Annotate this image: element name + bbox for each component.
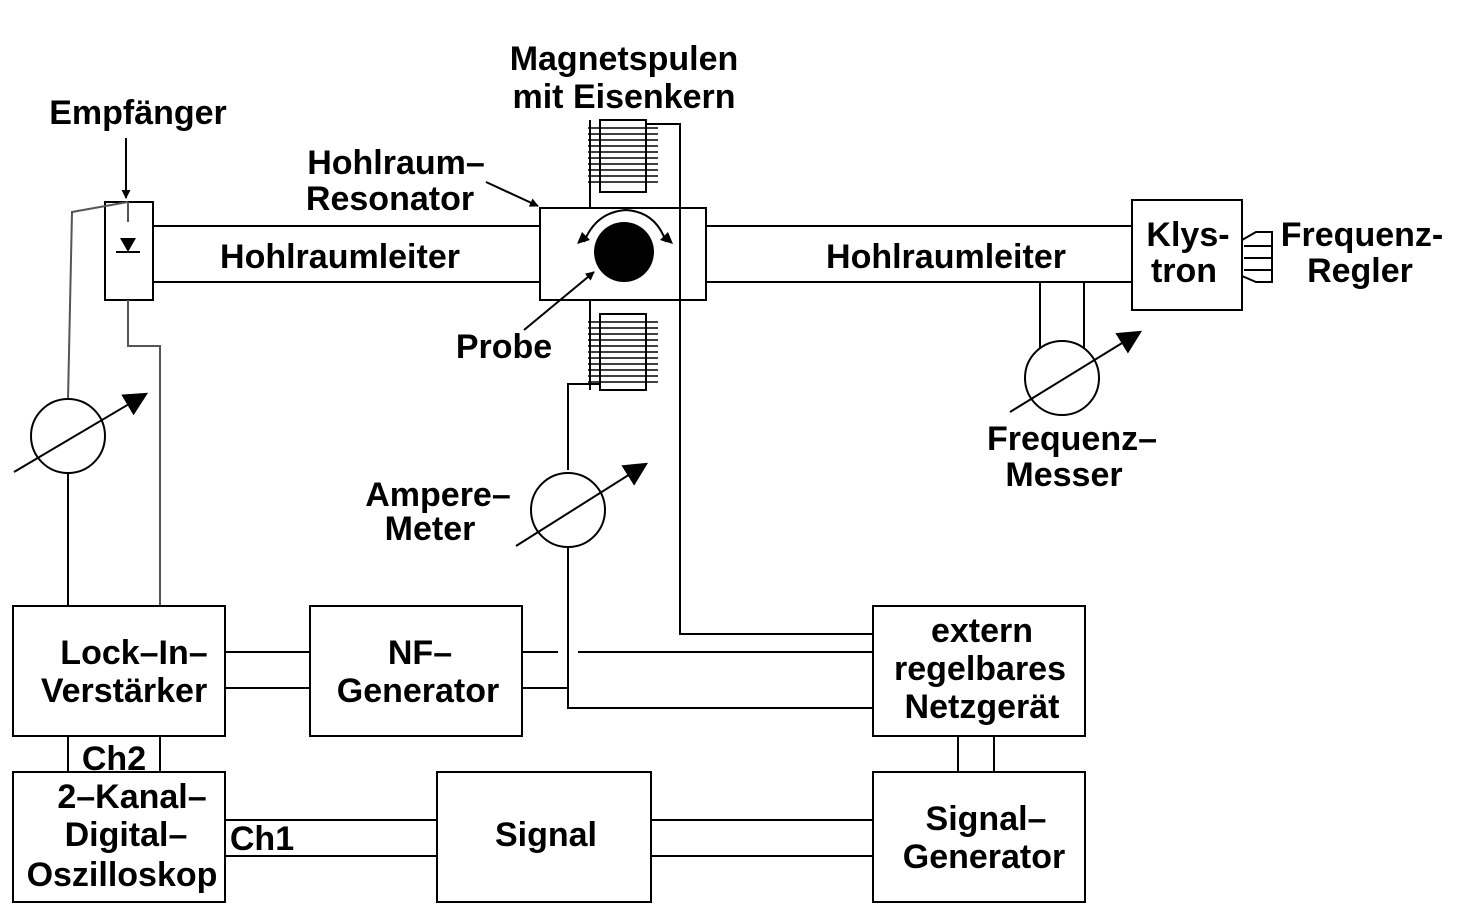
label-klystron-1: Klys- bbox=[1146, 216, 1229, 254]
label-meter: Meter bbox=[385, 510, 476, 548]
label-pointers bbox=[121, 138, 595, 331]
label-netzgeraet-3: Netzgerät bbox=[905, 688, 1060, 726]
label-oszi-2: Digital– bbox=[65, 816, 188, 854]
cavity-resonator bbox=[539, 207, 707, 301]
label-nf-1: NF– bbox=[388, 634, 452, 672]
label-oszi-1: 2–Kanal– bbox=[57, 778, 206, 816]
label-siggen-2: Generator bbox=[903, 838, 1066, 876]
signal-generator-block bbox=[872, 771, 1086, 903]
label-netzgeraet-2: regelbares bbox=[894, 650, 1066, 688]
label-oszi-3: Oszilloskop bbox=[27, 856, 218, 894]
lockin-amplifier-block bbox=[12, 605, 226, 737]
lower-connections bbox=[67, 651, 995, 857]
sample bbox=[594, 222, 654, 282]
oscilloscope-block bbox=[12, 771, 226, 903]
label-frequenz-regler-2: Regler bbox=[1307, 252, 1413, 290]
label-ch1: Ch1 bbox=[230, 820, 294, 858]
label-probe: Probe bbox=[456, 328, 552, 366]
frequency-meter bbox=[1009, 282, 1143, 416]
receiver-block bbox=[104, 201, 154, 301]
ammeter bbox=[515, 462, 649, 548]
diode-icon bbox=[120, 238, 136, 252]
nf-generator-block bbox=[309, 605, 523, 737]
label-netzgeraet-1: extern bbox=[931, 612, 1033, 650]
magnet-coil-upper bbox=[588, 119, 658, 193]
rotation-arrow-icon bbox=[583, 208, 667, 243]
label-frequenz-messer-2: Messer bbox=[1005, 456, 1122, 494]
frequency-regulator bbox=[1241, 231, 1273, 283]
label-klystron-2: tron bbox=[1151, 252, 1217, 290]
label-magnetspulen: Magnetspulen bbox=[510, 40, 739, 78]
power-supply-block bbox=[872, 605, 1086, 737]
coil-supply-wiring bbox=[567, 123, 873, 709]
label-resonator: Resonator bbox=[306, 180, 474, 218]
klystron-block bbox=[1131, 199, 1243, 311]
signal-block bbox=[436, 771, 652, 903]
label-lockin-1: Lock–In– bbox=[60, 634, 207, 672]
magnet-coil-lower bbox=[588, 313, 658, 391]
label-ampere: Ampere– bbox=[365, 476, 511, 514]
label-frequenz-regler-1: Frequenz- bbox=[1281, 216, 1443, 254]
label-hohlraumleiter-right: Hohlraumleiter bbox=[826, 238, 1066, 276]
label-frequenz-messer-1: Frequenz– bbox=[987, 420, 1157, 458]
label-lockin-2: Verstärker bbox=[41, 672, 207, 710]
label-nf-2: Generator bbox=[337, 672, 500, 710]
label-ch2: Ch2 bbox=[82, 740, 146, 778]
label-mit-eisenkern: mit Eisenkern bbox=[513, 78, 736, 116]
label-hohlraum: Hohlraum– bbox=[307, 144, 485, 182]
label-siggen-1: Signal– bbox=[926, 800, 1047, 838]
waveguide-left bbox=[152, 225, 540, 283]
waveguide-right bbox=[706, 225, 1132, 283]
detector-meter bbox=[13, 201, 161, 606]
label-signal: Signal bbox=[495, 816, 597, 854]
label-hohlraumleiter-left: Hohlraumleiter bbox=[220, 238, 460, 276]
label-empfaenger: Empfänger bbox=[49, 94, 227, 132]
